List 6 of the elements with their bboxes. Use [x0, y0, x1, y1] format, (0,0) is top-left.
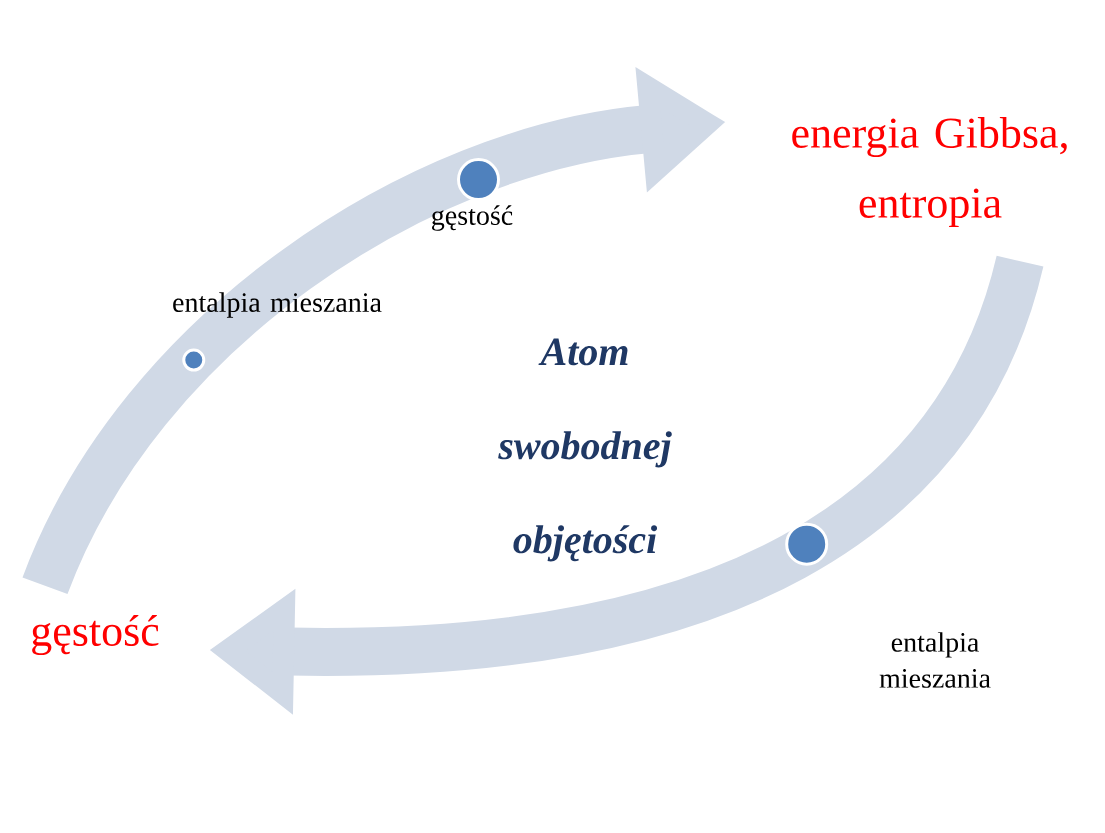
- arrow-label: entalpia mieszania: [879, 632, 991, 688]
- side-label: gęstość: [32, 614, 159, 656]
- arrow-label: entalpia mieszania: [173, 292, 382, 318]
- center-title: Atom swobodnej objętości: [498, 338, 672, 562]
- arrow-label: gęstość: [432, 205, 513, 231]
- side-label: energia Gibbsa, entropia: [792, 117, 1067, 227]
